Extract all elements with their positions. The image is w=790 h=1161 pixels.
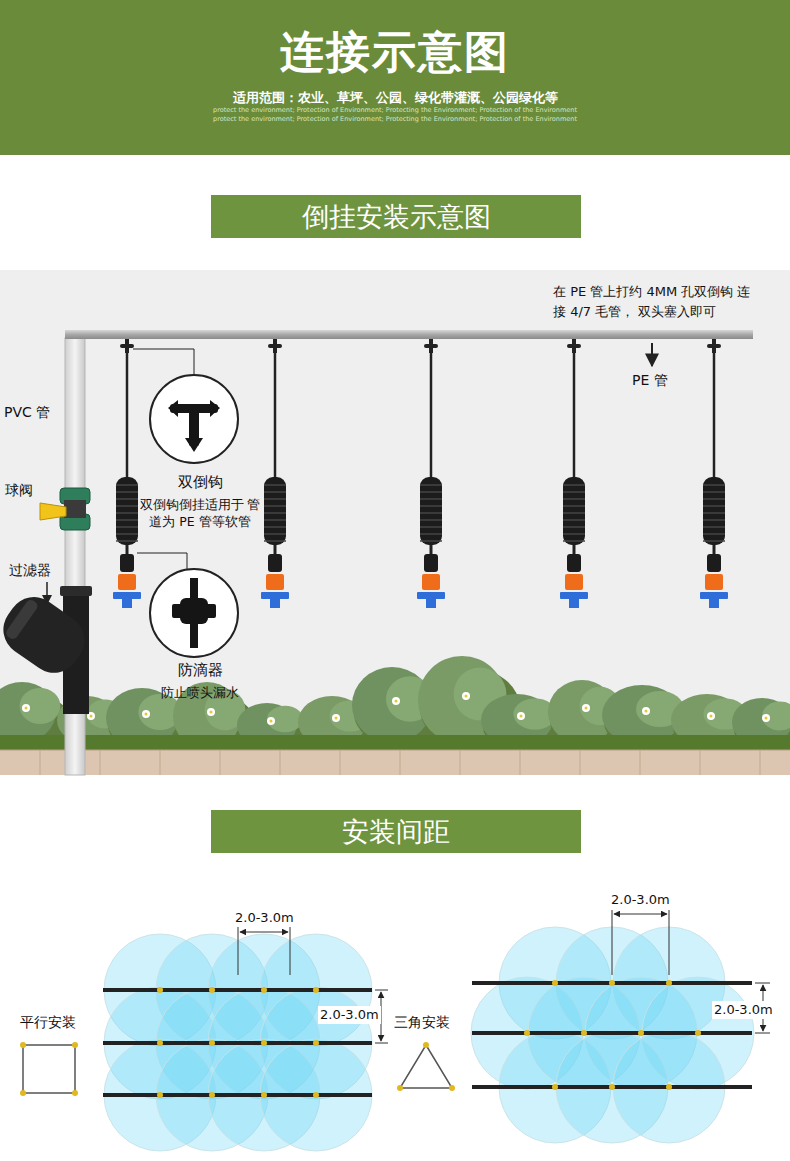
ball-valve <box>40 488 90 530</box>
layout-name: 平行安装 <box>20 1013 76 1031</box>
panel-ground <box>0 270 790 775</box>
part-note: 防止喷头漏水 <box>135 684 265 701</box>
section-heading: 倒挂安装示意图 <box>211 195 581 238</box>
heading-text: 倒挂安装示意图 <box>302 201 491 232</box>
part-label: 球阀 <box>5 481 33 499</box>
parallel-icon <box>20 1042 78 1096</box>
spray-circles <box>104 927 754 1151</box>
dimension: 2.0-3.0m <box>712 1001 775 1019</box>
page-title: 连接示意图 <box>0 0 790 78</box>
dimension: 2.0-3.0m <box>233 909 296 927</box>
part-label: PE 管 <box>632 371 668 389</box>
triangle-icon <box>397 1042 455 1091</box>
english-tagline: protect the environment; Protection of E… <box>0 106 790 115</box>
bushes <box>0 656 790 754</box>
dimension: 2.0-3.0m <box>318 1006 381 1024</box>
section-heading: 安装间距 <box>211 810 581 853</box>
part-label: PVC 管 <box>4 403 50 421</box>
part-name: 双倒钩 <box>135 472 265 492</box>
paving <box>0 750 790 775</box>
scope-subtitle: 适用范围：农业、草坪、公园、绿化带灌溉、公园绿化等 <box>0 90 790 106</box>
anti-drip-icon <box>172 578 216 648</box>
dimension-lines <box>238 910 770 1043</box>
part-label: 过滤器 <box>9 561 51 579</box>
header-band: 连接示意图适用范围：农业、草坪、公园、绿化带灌溉、公园绿化等protect th… <box>0 0 790 155</box>
english-tagline: protect the environment; Protection of E… <box>0 115 790 124</box>
hanging-nozzles <box>113 339 728 608</box>
pe-pipe <box>65 330 753 339</box>
filter <box>0 586 95 714</box>
layout-name: 三角安装 <box>394 1013 450 1031</box>
part-name: 防滴器 <box>135 660 265 680</box>
barb-icon <box>168 400 220 452</box>
heading-text: 安装间距 <box>342 816 450 847</box>
callout-circle <box>150 375 238 463</box>
callout-part: 双倒钩双倒钩倒挂适用于 管道为 PE 管等软管 <box>135 374 265 530</box>
install-note: 在 PE 管上打约 4MM 孔双倒钩 连接 4/7 毛管， 双头塞入即可 <box>553 282 758 322</box>
dimension: 2.0-3.0m <box>609 891 672 909</box>
callout-part: 防滴器防止喷头漏水 <box>135 568 265 701</box>
pipes <box>103 983 752 1095</box>
part-note: 双倒钩倒挂适用于 管道为 PE 管等软管 <box>135 496 265 530</box>
callout-circle <box>150 569 238 657</box>
